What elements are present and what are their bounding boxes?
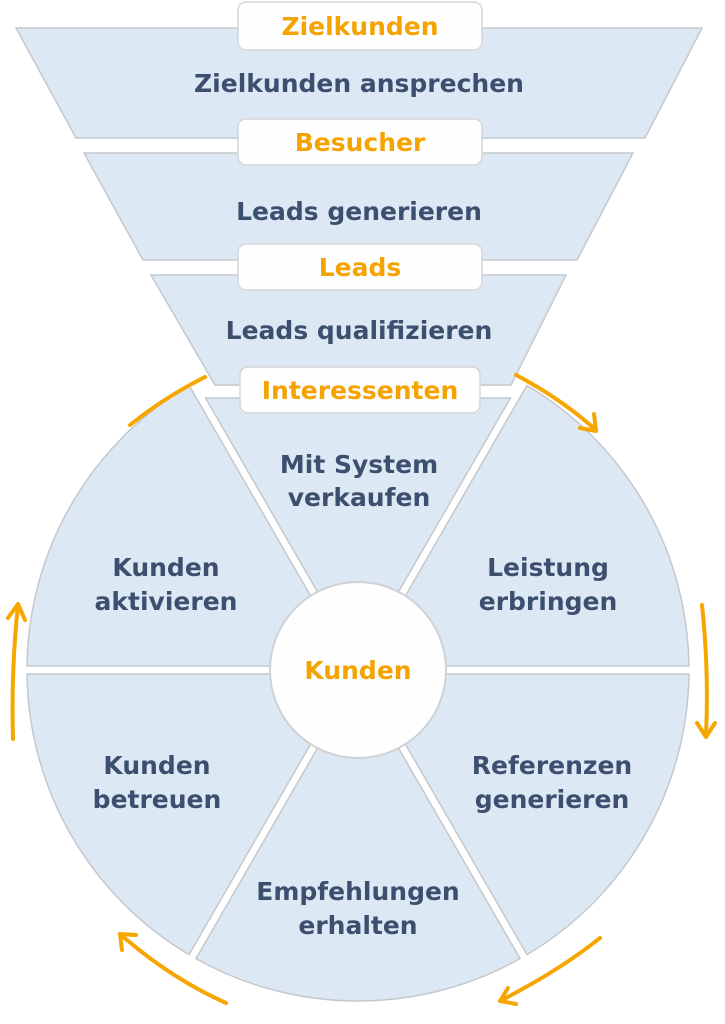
funnel-step-label: Leads generieren — [236, 197, 482, 226]
wheel-segment-kunden-betreuen — [26, 673, 353, 956]
segment-label-line2: erbringen — [479, 587, 618, 616]
flow-arrow-left — [10, 603, 20, 741]
arrowhead-icon — [498, 986, 518, 1006]
wheel-labels: Mit System verkaufen Leistung erbringen … — [93, 450, 633, 940]
stage-label: Zielkunden — [281, 12, 438, 41]
flow-arrow-top-right — [514, 373, 598, 432]
segment-label-line1: Kunden — [103, 751, 210, 780]
segment-label-line2: aktivieren — [95, 587, 238, 616]
flow-arc-top-left — [128, 375, 207, 427]
wheel-segment-referenzen-generieren — [363, 673, 690, 956]
segment-label-line1: Mit System — [280, 450, 438, 479]
stage-box-leads — [237, 243, 483, 291]
center-label: Kunden — [304, 656, 411, 685]
wheel-segment-leistung-erbringen — [363, 384, 690, 667]
segment-label-line1: Kunden — [112, 553, 219, 582]
funnel: Zielkunden ansprechen Leads generieren L… — [14, 27, 704, 386]
segment-label-line2: erhalten — [298, 911, 417, 940]
flow-arrows — [6, 373, 717, 1006]
segment-label-line1: Leistung — [487, 553, 609, 582]
arrowhead-icon — [6, 602, 27, 622]
stage-box-besucher — [237, 118, 483, 166]
flow-arrow-bottom-right — [500, 936, 602, 1002]
flow-arrow-bottom-left — [118, 932, 228, 1005]
arrowhead-icon — [578, 412, 598, 433]
funnel-step-label: Leads qualifizieren — [226, 316, 493, 345]
wheel-segment-empfehlungen-erhalten — [194, 676, 522, 1002]
arrowhead-icon — [695, 721, 717, 739]
center-hub — [269, 581, 447, 759]
stage-label: Interessenten — [262, 376, 459, 405]
stage-labels: Zielkunden Besucher Leads Interessenten — [237, 1, 483, 414]
stage-label: Besucher — [295, 128, 426, 157]
segment-label-line1: Referenzen — [472, 751, 632, 780]
flow-arrow-right — [700, 603, 709, 737]
funnel-step-label: Zielkunden ansprechen — [194, 69, 524, 98]
segment-label-line2: verkaufen — [288, 483, 431, 512]
segment-label-line2: betreuen — [93, 785, 222, 814]
stage-box-zielkunden — [237, 1, 483, 51]
segment-label-line2: generieren — [475, 785, 630, 814]
stage-label: Leads — [319, 253, 402, 282]
customer-cycle-wheel — [26, 384, 690, 1002]
stage-box-interessenten — [239, 366, 481, 414]
arrowhead-icon — [118, 932, 138, 952]
segment-label-line1: Empfehlungen — [256, 877, 459, 906]
